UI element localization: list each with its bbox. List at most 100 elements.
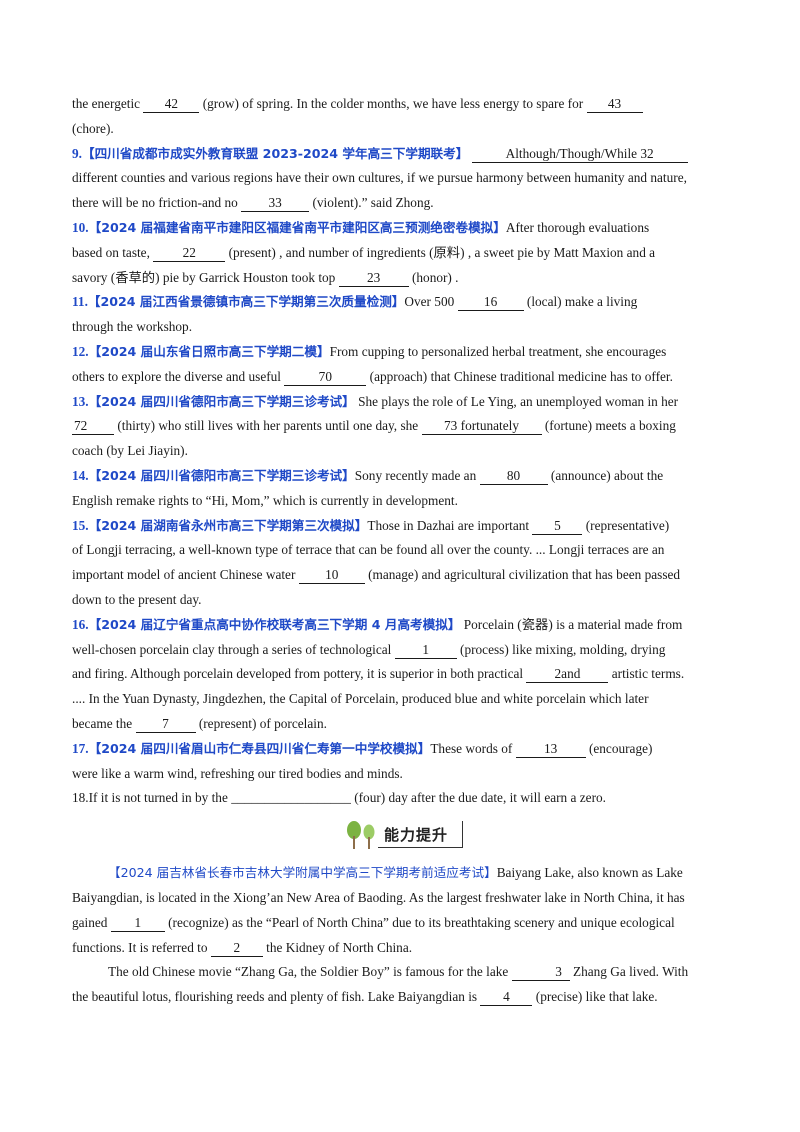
text-line: became the 7 (represent) of porcelain.	[72, 712, 728, 737]
text: Porcelain (瓷器) is a material made from	[463, 616, 683, 632]
answer-blank: 16	[457, 294, 524, 312]
text: Baiyang Lake, also known as Lake	[496, 865, 683, 881]
answer-blank: 22	[153, 245, 226, 262]
text-line: of Longji terracing, a well-known type o…	[72, 538, 728, 563]
text: (honor) .	[411, 269, 459, 285]
text: based on taste,	[72, 244, 150, 260]
text-line: savory (香草的) pie by Garrick Houston took…	[72, 266, 728, 291]
answer-blank: 72	[72, 418, 114, 436]
text: She plays the role of Le Ying, an unempl…	[358, 393, 679, 409]
text: 18.If it is not turned in by the	[72, 790, 228, 806]
text: important model of ancient Chinese water	[72, 567, 296, 583]
text-line: the energetic 42 (grow) of spring. In th…	[72, 92, 728, 117]
text: well-chosen porcelain clay through a ser…	[72, 641, 392, 657]
text: .... In the Yuan Dynasty, Jingdezhen, th…	[72, 691, 649, 707]
tree-icon	[344, 819, 380, 860]
answer-blank: 33	[241, 195, 310, 213]
answer-blank: Although/Though/While 32	[471, 146, 688, 163]
question-source: 【2024 届湖南省永州市高三下学期第三次模拟】	[88, 517, 368, 533]
text-line: gained 1 (recognize) as the “Pearl of No…	[72, 911, 728, 936]
question-11: 11.【2024 届江西省景德镇市高三下学期第三次质量检测】Over 500 1…	[72, 290, 728, 315]
text: (approach) that Chinese traditional medi…	[369, 368, 673, 384]
question-18: 18.If it is not turned in by the _______…	[72, 786, 728, 811]
answer-blank: 4	[480, 989, 533, 1007]
question-source: 【2024 届四川省德阳市高三下学期三诊考试】	[88, 467, 355, 483]
text: (process) like mixing, molding, drying	[460, 641, 666, 657]
text-line: 72 (thirty) who still lives with her par…	[72, 414, 728, 439]
text: (manage) and agricultural civilization t…	[368, 567, 681, 583]
text-line: The old Chinese movie “Zhang Ga, the Sol…	[72, 960, 728, 985]
text: (thirty) who still lives with her parent…	[117, 418, 419, 434]
text: were like a warm wind, refreshing our ti…	[72, 765, 403, 781]
question-source: 【2024 届福建省南平市建阳区福建省南平市建阳区高三预测绝密卷模拟】	[88, 219, 506, 235]
text-line: important model of ancient Chinese water…	[72, 563, 728, 588]
text: and firing. Although porcelain developed…	[72, 666, 524, 682]
text: (local) make a living	[526, 294, 638, 310]
text: (four) day after the due date, it will e…	[354, 790, 606, 806]
question-number: 11.	[72, 294, 88, 310]
text: functions. It is referred to	[72, 939, 208, 955]
answer-blank: 1	[394, 642, 457, 659]
text: there will be no friction-and no	[72, 195, 238, 211]
answer-blank: 80	[479, 468, 548, 485]
text: Sony recently made an	[354, 467, 477, 483]
answer-blank: 2and	[526, 666, 609, 684]
text-line: Baiyangdian, is located in the Xiong’an …	[72, 886, 728, 911]
answer-blank: 3	[511, 964, 570, 982]
answer-blank: 23	[338, 270, 409, 287]
text-line: were like a warm wind, refreshing our ti…	[72, 762, 728, 787]
question-number: 17.	[72, 740, 89, 756]
question-number: 15.	[72, 517, 89, 533]
text: The old Chinese movie “Zhang Ga, the Sol…	[108, 964, 509, 980]
answer-blank: 2	[210, 940, 263, 957]
answer-blank: 13	[515, 741, 586, 758]
text-line: .... In the Yuan Dynasty, Jingdezhen, th…	[72, 687, 728, 712]
text: the Kidney of North China.	[266, 939, 413, 955]
text-line: based on taste, 22 (present) , and numbe…	[72, 241, 728, 266]
text-line: different counties and various regions h…	[72, 166, 728, 191]
text: After thorough evaluations	[505, 219, 650, 235]
answer-blank: 10	[298, 567, 365, 585]
section-banner: 能力提升	[72, 815, 728, 857]
question-9: 9.【四川省成都市成实外教育联盟 2023-2024 学年高三下学期联考】 Al…	[72, 142, 728, 167]
text: (precise) like that lake.	[535, 989, 658, 1005]
question-source: 【2024 届四川省德阳市高三下学期三诊考试】	[88, 393, 355, 409]
text: (representative)	[585, 517, 670, 533]
text: (violent).” said Zhong.	[312, 195, 434, 211]
text-line: others to explore the diverse and useful…	[72, 365, 728, 390]
text: the beautiful lotus, flourishing reeds a…	[72, 989, 478, 1005]
text: From cupping to personalized herbal trea…	[329, 343, 667, 359]
passage-source: 【2024 届吉林省长春市吉林大学附属中学高三下学期考前适应考试】	[108, 865, 497, 881]
text-line: coach (by Lei Jiayin).	[72, 439, 728, 464]
question-source: 【2024 届山东省日照市高三下学期二模】	[88, 343, 330, 359]
text: (recognize) as the “Pearl of North China…	[168, 914, 675, 930]
text: through the workshop.	[72, 319, 193, 335]
text: savory (香草的) pie by Garrick Houston took…	[72, 269, 336, 285]
text: English remake rights to “Hi, Mom,” whic…	[72, 492, 458, 508]
text-line: functions. It is referred to 2 the Kidne…	[72, 936, 728, 961]
question-source: 【2024 届江西省景德镇市高三下学期第三次质量检测】	[87, 294, 405, 310]
question-source: 【四川省成都市成实外教育联盟 2023-2024 学年高三下学期联考】	[81, 145, 469, 161]
answer-blank: __________________	[231, 790, 351, 806]
banner-group: 能力提升	[344, 819, 466, 851]
answer-blank: 5	[532, 518, 583, 535]
question-number: 9.	[72, 145, 82, 161]
text: (encourage)	[588, 740, 653, 756]
question-number: 16.	[72, 616, 89, 632]
section-title: 能力提升	[384, 826, 449, 845]
text: (grow) of spring. In the colder months, …	[202, 96, 584, 111]
question-number: 10.	[72, 219, 89, 235]
text: others to explore the diverse and useful	[72, 368, 281, 384]
text: (announce) about the	[550, 467, 664, 483]
passage-paragraph: 【2024 届吉林省长春市吉林大学附属中学高三下学期考前适应考试】Baiyang…	[72, 861, 728, 886]
text-line: English remake rights to “Hi, Mom,” whic…	[72, 489, 728, 514]
text: down to the present day.	[72, 591, 202, 607]
question-16: 16.【2024 届辽宁省重点高中协作校联考高三下学期 4 月高考模拟】 Por…	[72, 613, 728, 638]
question-17: 17.【2024 届四川省眉山市仁寿县四川省仁寿第一中学校模拟】These wo…	[72, 737, 728, 762]
banner-frame	[378, 821, 463, 849]
text: artistic terms.	[611, 666, 685, 682]
text: (represent) of porcelain.	[198, 715, 327, 731]
text-line: down to the present day.	[72, 588, 728, 613]
text-line: (chore).	[72, 117, 728, 142]
question-source: 【2024 届辽宁省重点高中协作校联考高三下学期 4 月高考模拟】	[88, 616, 461, 632]
